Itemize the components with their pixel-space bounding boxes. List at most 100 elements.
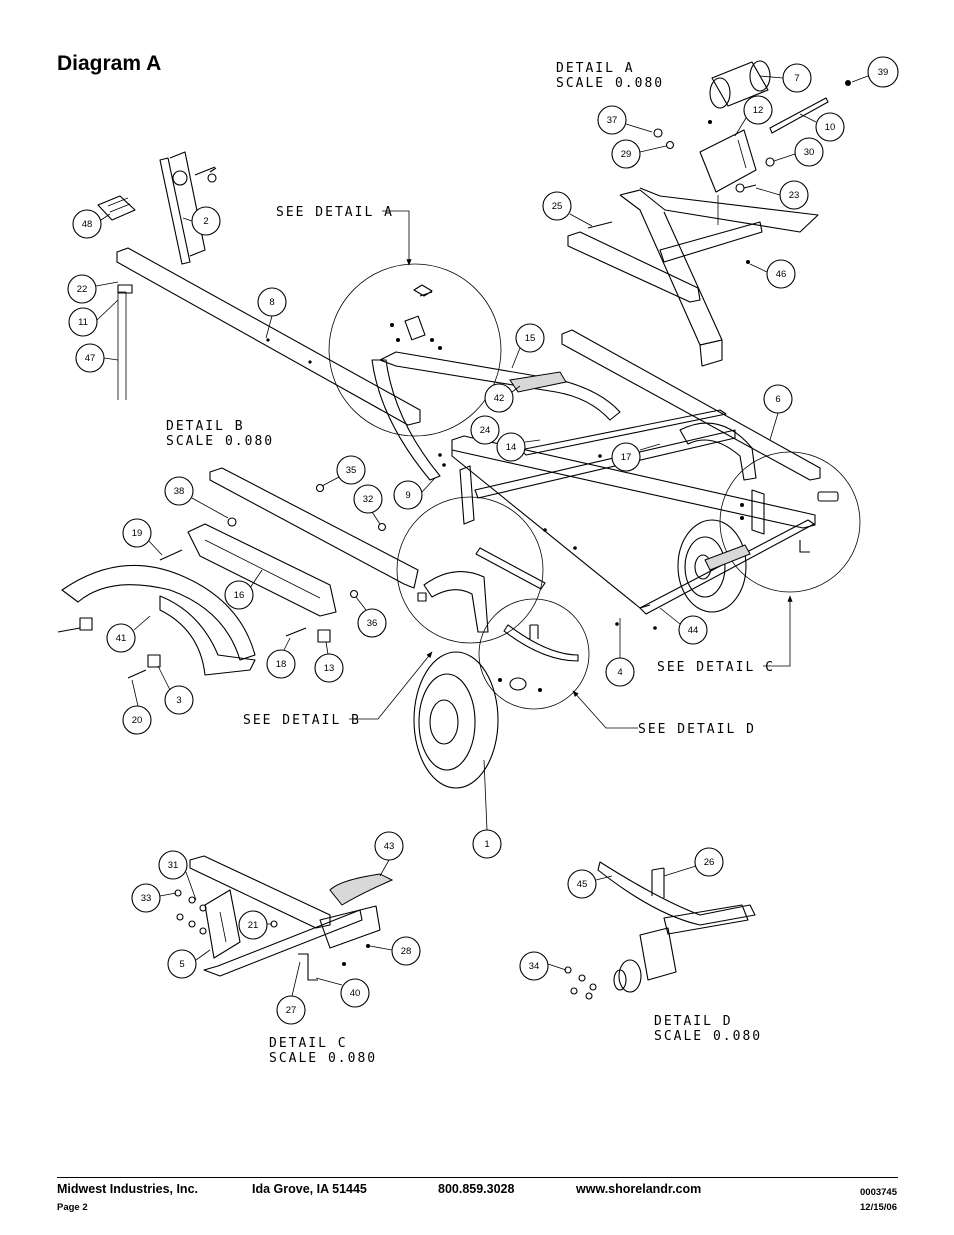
callout-26: 26 bbox=[663, 847, 724, 877]
svg-text:42: 42 bbox=[494, 393, 505, 404]
detail-d-scale: SCALE 0.080 bbox=[654, 1029, 762, 1044]
svg-text:37: 37 bbox=[607, 115, 618, 126]
callout-8: 8 bbox=[257, 287, 287, 339]
svg-text:47: 47 bbox=[85, 353, 96, 364]
footer-date: 12/15/06 bbox=[860, 1202, 897, 1213]
svg-text:33: 33 bbox=[141, 893, 152, 904]
callout-5: 5 bbox=[167, 949, 211, 979]
detail-b-circle bbox=[396, 496, 546, 644]
callout-23: 23 bbox=[755, 180, 809, 210]
svg-text:1: 1 bbox=[484, 839, 489, 850]
callout-14: 14 bbox=[496, 432, 541, 462]
callout-39: 39 bbox=[851, 56, 899, 88]
footer-website[interactable]: www.shorelandr.com bbox=[576, 1182, 702, 1196]
svg-text:28: 28 bbox=[401, 946, 412, 957]
callout-7: 7 bbox=[759, 63, 812, 93]
detail-c-circle bbox=[719, 451, 861, 593]
detail-a-label: DETAIL A bbox=[556, 61, 635, 76]
svg-text:32: 32 bbox=[363, 494, 374, 505]
diagram-title: Diagram A bbox=[57, 52, 162, 75]
callout-4: 4 bbox=[605, 618, 635, 687]
svg-text:19: 19 bbox=[132, 528, 143, 539]
svg-text:38: 38 bbox=[174, 486, 185, 497]
callout-10: 10 bbox=[799, 112, 845, 142]
callout-29: 29 bbox=[611, 139, 667, 169]
detail-a-scale: SCALE 0.080 bbox=[556, 76, 664, 91]
svg-text:45: 45 bbox=[577, 879, 588, 890]
svg-text:7: 7 bbox=[794, 73, 799, 84]
svg-text:43: 43 bbox=[384, 841, 395, 852]
svg-text:41: 41 bbox=[116, 633, 127, 644]
callout-27: 27 bbox=[276, 961, 306, 1025]
detail-c-scale: SCALE 0.080 bbox=[269, 1051, 377, 1066]
footer-page: Page 2 bbox=[57, 1202, 88, 1213]
callout-45: 45 bbox=[567, 869, 613, 899]
svg-text:10: 10 bbox=[825, 122, 836, 133]
see-detail-a-leader bbox=[382, 210, 412, 266]
svg-text:20: 20 bbox=[132, 715, 143, 726]
detail-c-label: DETAIL C bbox=[269, 1036, 348, 1051]
callout-38: 38 bbox=[164, 476, 229, 519]
svg-text:26: 26 bbox=[704, 857, 715, 868]
callout-35: 35 bbox=[321, 455, 366, 487]
detail-b-parts bbox=[57, 467, 419, 679]
footer-doc-number: 0003745 bbox=[860, 1187, 897, 1198]
svg-text:24: 24 bbox=[480, 425, 491, 436]
callout-43: 43 bbox=[374, 831, 404, 877]
detail-d-circle bbox=[478, 598, 590, 710]
callout-32: 32 bbox=[353, 484, 383, 525]
svg-text:30: 30 bbox=[804, 147, 815, 158]
svg-text:15: 15 bbox=[525, 333, 536, 344]
callout-30: 30 bbox=[773, 137, 824, 167]
see-detail-b-leader bbox=[349, 651, 433, 720]
svg-text:17: 17 bbox=[621, 452, 632, 463]
footer-company: Midwest Industries, Inc. bbox=[57, 1182, 198, 1196]
trailer-parts-diagram: DETAIL A SCALE 0.080 DETAIL B SCALE 0.08… bbox=[57, 56, 899, 1066]
callout-3: 3 bbox=[157, 665, 194, 715]
callout-19: 19 bbox=[122, 518, 163, 556]
svg-text:3: 3 bbox=[176, 695, 181, 706]
callout-37: 37 bbox=[597, 105, 653, 135]
main-trailer-frame bbox=[97, 151, 821, 789]
footer-phone: 800.859.3028 bbox=[438, 1182, 515, 1196]
see-detail-a-label: SEE DETAIL A bbox=[276, 205, 394, 220]
svg-text:46: 46 bbox=[776, 269, 787, 280]
callout-28: 28 bbox=[369, 936, 421, 966]
callout-1: 1 bbox=[472, 759, 502, 859]
svg-text:31: 31 bbox=[168, 860, 179, 871]
callout-13: 13 bbox=[314, 641, 344, 683]
callout-9: 9 bbox=[393, 477, 436, 510]
callout-24: 24 bbox=[470, 415, 500, 445]
svg-text:12: 12 bbox=[753, 105, 764, 116]
callout-16: 16 bbox=[224, 569, 263, 610]
svg-text:2: 2 bbox=[203, 216, 208, 227]
svg-text:5: 5 bbox=[179, 959, 184, 970]
callout-41: 41 bbox=[106, 615, 151, 653]
callout-34: 34 bbox=[519, 951, 567, 981]
callout-36: 36 bbox=[355, 596, 387, 638]
detail-b-label: DETAIL B bbox=[166, 419, 245, 434]
detail-a-circle bbox=[328, 263, 502, 437]
callout-25: 25 bbox=[542, 191, 593, 227]
svg-text:40: 40 bbox=[350, 988, 361, 999]
detail-d-label: DETAIL D bbox=[654, 1014, 733, 1029]
callout-44: 44 bbox=[659, 607, 708, 645]
callout-21: 21 bbox=[238, 910, 272, 940]
svg-text:44: 44 bbox=[688, 625, 699, 636]
detail-b-scale: SCALE 0.080 bbox=[166, 434, 274, 449]
callout-46: 46 bbox=[749, 259, 796, 289]
callout-17: 17 bbox=[611, 442, 661, 472]
svg-text:8: 8 bbox=[269, 297, 274, 308]
svg-text:22: 22 bbox=[77, 284, 88, 295]
svg-text:36: 36 bbox=[367, 618, 378, 629]
callout-2: 2 bbox=[182, 206, 221, 236]
svg-text:21: 21 bbox=[248, 920, 259, 931]
svg-text:9: 9 bbox=[405, 490, 410, 501]
svg-text:18: 18 bbox=[276, 659, 287, 670]
callout-33: 33 bbox=[131, 883, 177, 913]
see-detail-d-label: SEE DETAIL D bbox=[638, 722, 756, 737]
callout-47: 47 bbox=[75, 343, 119, 373]
footer-rule bbox=[57, 1177, 898, 1178]
svg-text:23: 23 bbox=[789, 190, 800, 201]
see-detail-c-label: SEE DETAIL C bbox=[657, 660, 775, 675]
